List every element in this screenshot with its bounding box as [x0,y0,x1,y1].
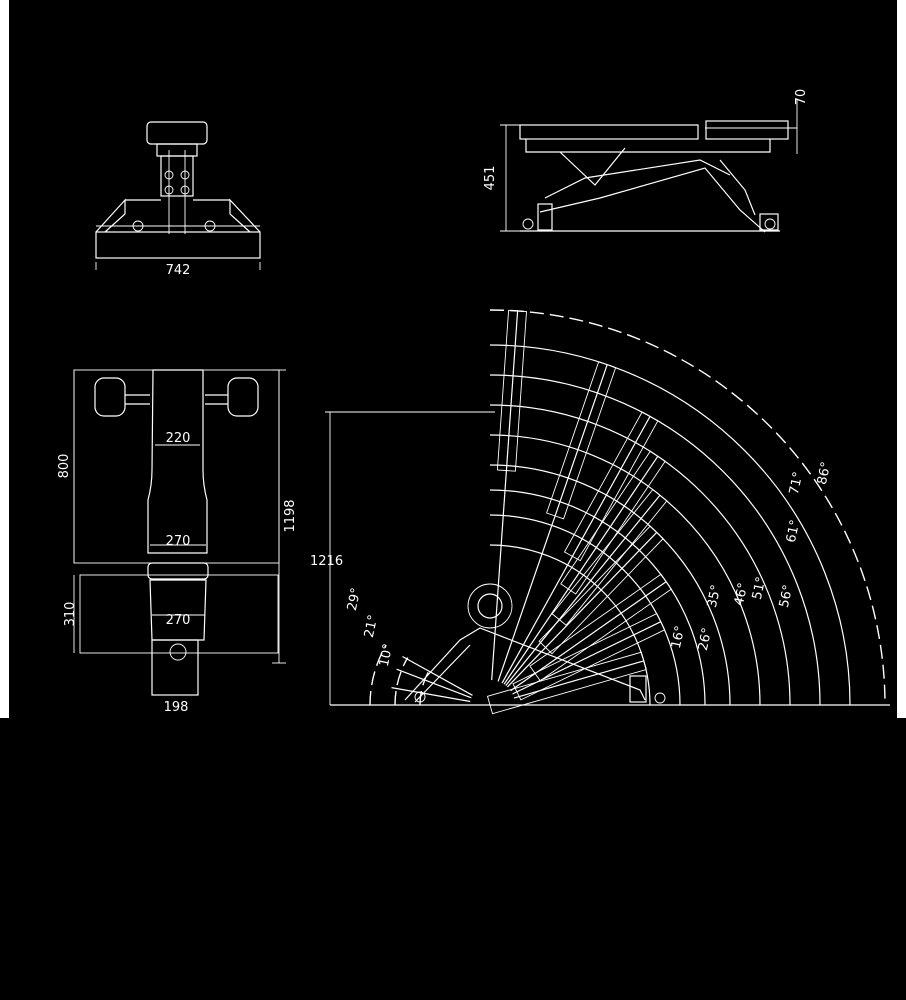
side-height-label: 451 [483,166,498,191]
back-angle-arc [489,514,681,706]
back-rest-pad [512,612,666,701]
back-rest-line [506,531,658,688]
back-angle-arc [489,309,886,706]
seat-angle-arc [419,669,431,706]
back-rest-line [512,621,662,695]
back-angle-arc [489,544,651,706]
top-total-length-label: 1198 [283,499,298,532]
back-rest-positions [391,309,672,715]
back-angle-label: 56° [777,583,796,609]
seat-angle-label: 29° [345,586,364,612]
back-rest-line [501,416,651,684]
back-rest-pad [560,450,666,595]
front-view: 742 [95,121,261,278]
seat-angle-label: 10° [377,642,396,668]
back-rest-pad [538,525,664,655]
back-angle-label: 61° [784,518,803,544]
seat-angle-arc [369,644,387,706]
back-angle-label: 16° [669,624,688,650]
back-rest-pad [551,488,668,626]
back-rest-pad [546,361,617,520]
seat-position-line [402,655,473,696]
back-angle-arc [489,489,706,706]
seat-position-line [391,687,471,703]
back-angle-arc [489,344,851,706]
back-angle-arc [489,464,731,706]
left-border [0,0,9,718]
back-rest-line [505,494,661,686]
angle-arcs [369,309,886,706]
back-rest-line [497,364,608,682]
back-angle-label: 71° [787,470,806,496]
back-rest-line [491,310,519,681]
back-angle-label: 46° [732,581,751,607]
back-rest-line [510,581,667,692]
base-width-label: 198 [164,700,189,715]
right-border [897,0,906,718]
incline-height-label: 1216 [310,554,343,569]
back-angle-arc [489,404,791,706]
bottom-blank-area [0,718,906,1000]
top-length-label: 800 [57,454,72,479]
seat-length-label: 310 [63,602,78,627]
angle-labels: 16° 26° 35° 46°51° 56° 61° 71° 86° 29°21° 10° [345,460,834,668]
seat-position-line [396,668,472,699]
incline-view: 1216 16° 26° 35° 46°51° 56° 61° 71° 86° 29°21° 10… [310,309,890,715]
back-angle-label: 35° [705,583,724,609]
front-width-label: 742 [166,263,191,278]
seat-width-label: 270 [166,613,191,628]
back-rest-pad [486,651,647,715]
back-angle-label: 26° [696,626,715,652]
back-rest-line [503,455,659,685]
back-rest-line [513,660,644,699]
seat-angle-label: 21° [362,613,381,639]
top-view: 220 270 270 198 800 1198 310 [57,369,298,715]
back-rest-pad [496,309,527,472]
back-angle-label: 51° [750,575,769,601]
back-width-label: 220 [166,431,191,446]
side-offset-label: 70 [794,89,809,106]
side-view: 451 70 [483,89,809,233]
back-rest-pad [563,411,659,562]
drawing-svg: 742 451 70 [57,89,890,715]
back-angle-arc [489,374,821,706]
back-bottom-label: 270 [166,534,191,549]
seat-angle-arc [394,657,409,706]
back-rest-pad [529,573,672,682]
back-angle-label: 86° [815,460,834,486]
back-angle-arc [489,434,761,706]
